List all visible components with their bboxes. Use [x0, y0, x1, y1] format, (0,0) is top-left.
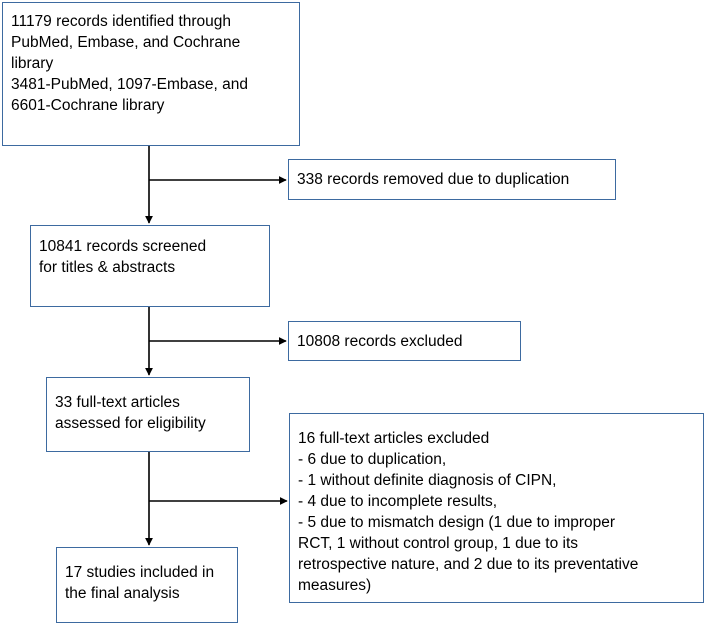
box-text-line: - 4 due to incomplete results, — [298, 493, 498, 510]
studies-included-box: 17 studies included in the final analysi… — [56, 547, 238, 623]
records-excluded-box: 10808 records excluded — [288, 321, 521, 361]
box-text-line: - 1 without definite diagnosis of CIPN, — [298, 472, 557, 489]
box-text-line: 10841 records screened — [39, 238, 207, 255]
records-screened-box: 10841 records screened for titles & abst… — [30, 225, 270, 307]
box-text-line: measures) — [298, 577, 372, 594]
box-text-line: assessed for eligibility — [55, 415, 206, 432]
box-text-line: for titles & abstracts — [39, 259, 176, 276]
box-text-line: 338 records removed due to duplication — [297, 171, 570, 188]
box-text-line: 33 full-text articles — [55, 394, 180, 411]
box-text-line: 6601-Cochrane library — [11, 97, 165, 114]
fulltext-excluded-box: 16 full-text articles excluded - 6 due t… — [289, 413, 704, 603]
box-text-line: RCT, 1 without control group, 1 due to i… — [298, 535, 579, 552]
box-text-line: library — [11, 55, 54, 72]
box-text-line: the final analysis — [65, 585, 180, 602]
box-text-line: 3481-PubMed, 1097-Embase, and — [11, 76, 248, 93]
box-text-line: - 6 due to duplication, — [298, 451, 447, 468]
box-text-line: - 5 due to mismatch design (1 due to imp… — [298, 514, 616, 531]
box-text-line: 11179 records identified through — [11, 13, 232, 30]
box-text-line: 17 studies included in — [65, 564, 215, 581]
box-text-line: retrospective nature, and 2 due to its p… — [298, 556, 639, 573]
box-text-line: 16 full-text articles excluded — [298, 430, 490, 447]
duplicates-removed-box: 338 records removed due to duplication — [288, 159, 616, 200]
box-text-line: PubMed, Embase, and Cochrane — [11, 34, 241, 51]
records-identified-box: 11179 records identified through PubMed,… — [2, 2, 300, 146]
fulltext-assessed-box: 33 full-text articles assessed for eligi… — [46, 377, 250, 452]
box-text-line: 10808 records excluded — [297, 333, 463, 350]
